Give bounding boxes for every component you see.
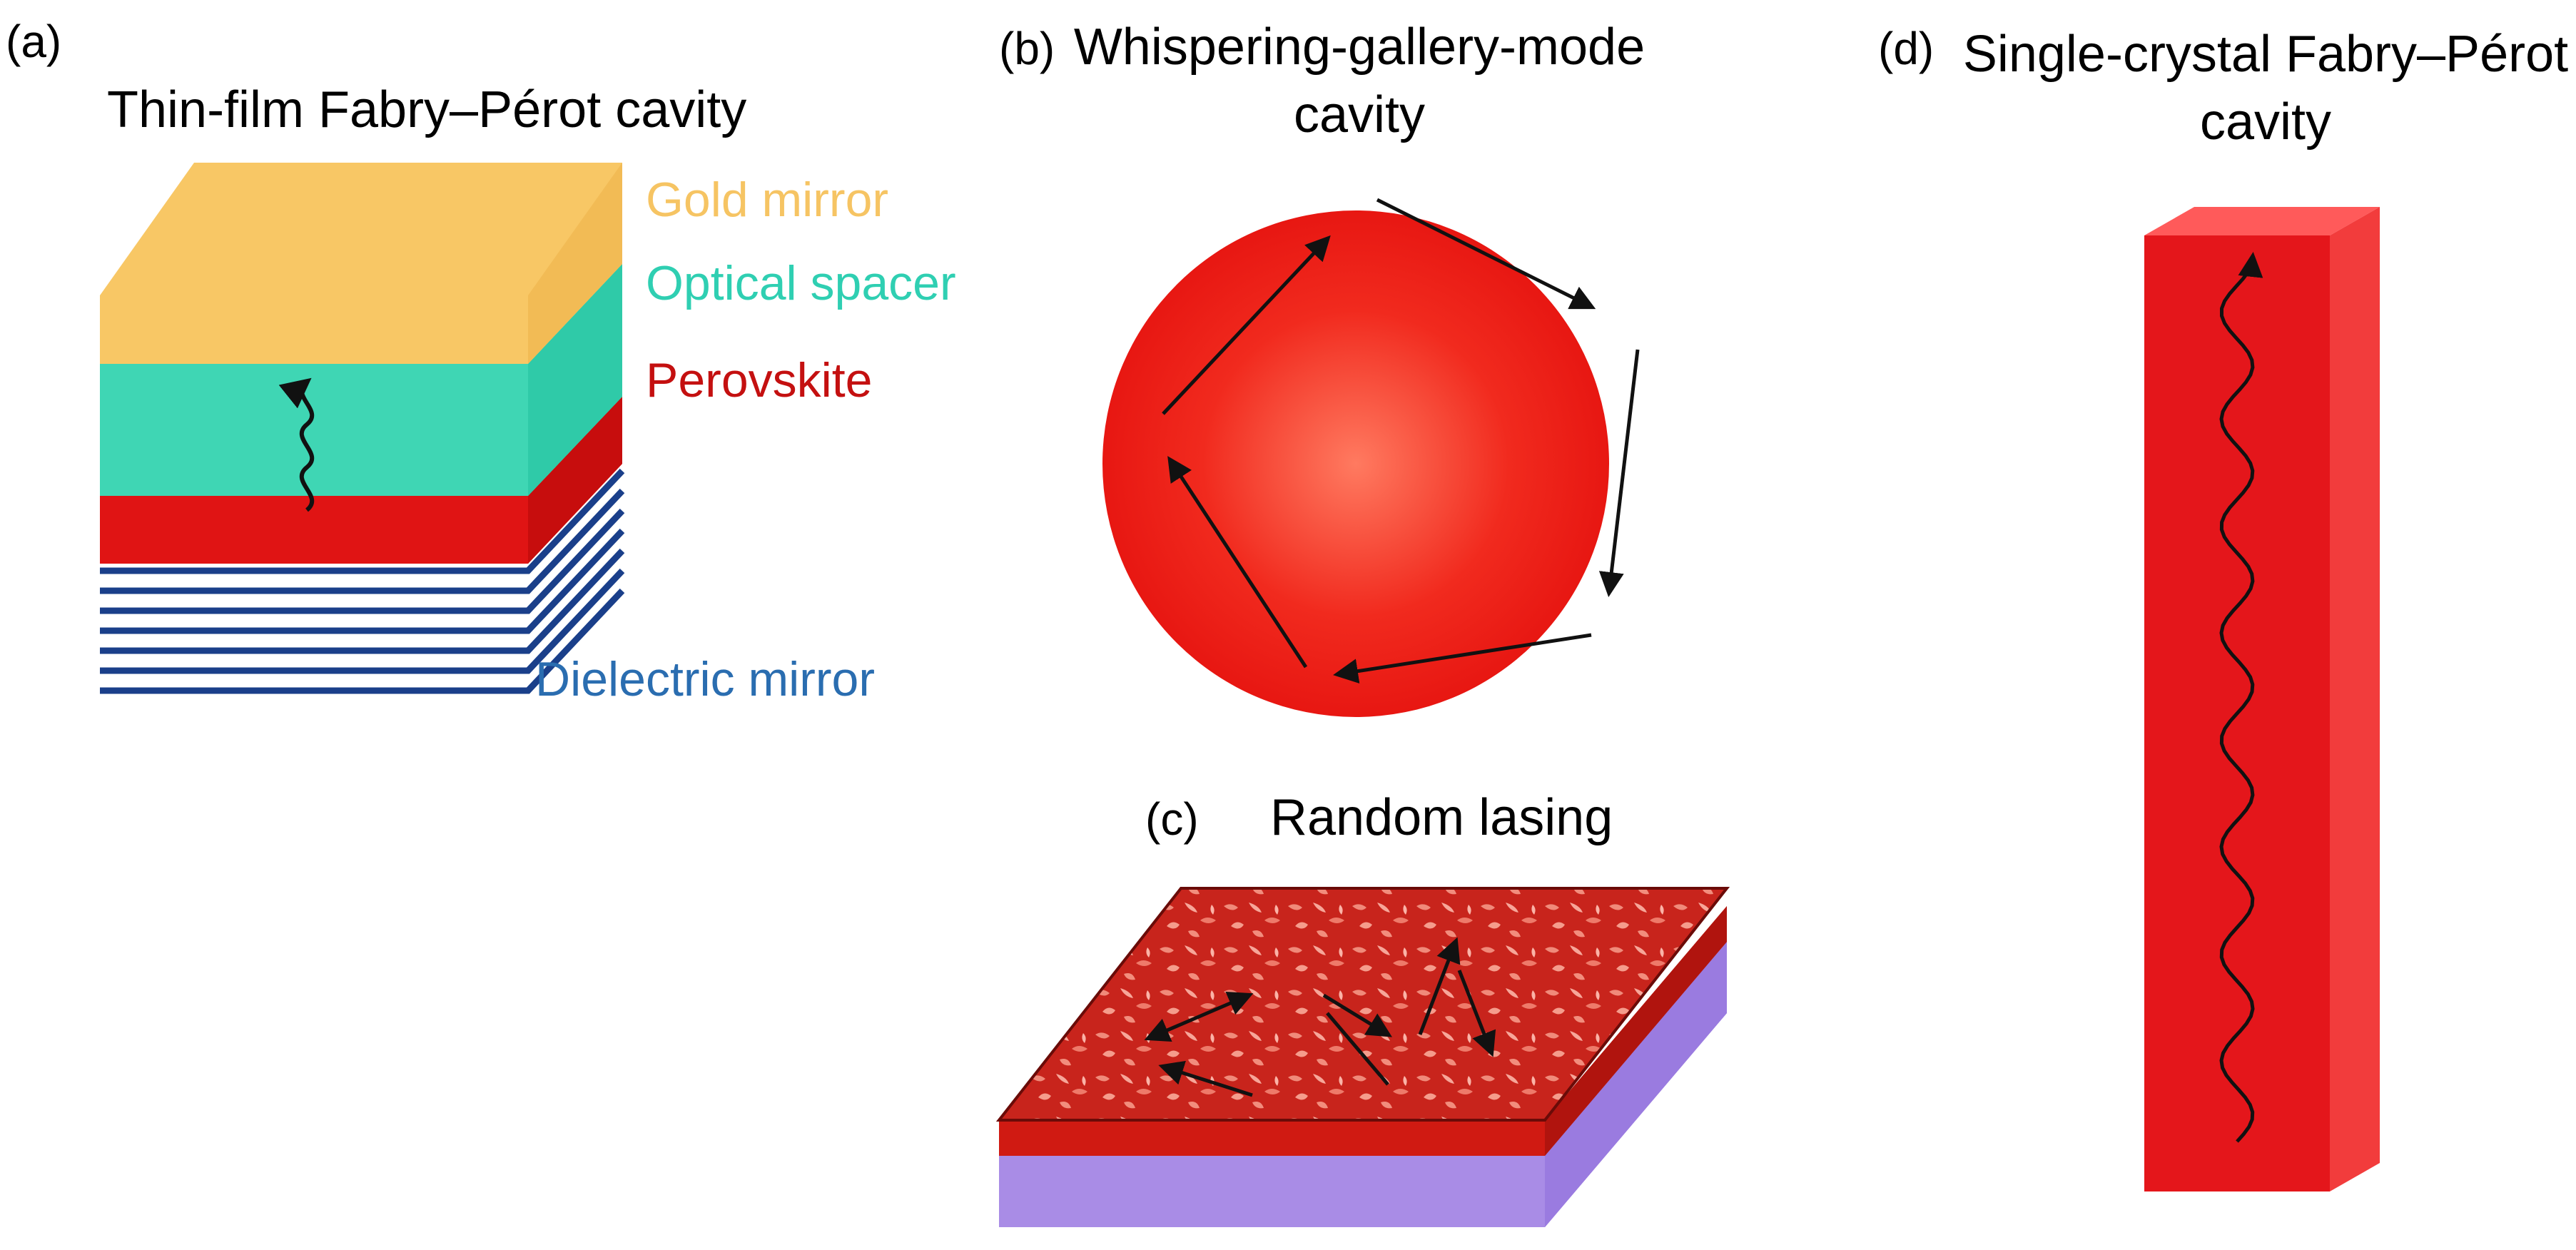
dielectric-layer-line <box>100 468 625 574</box>
panel-b: (b) Whispering-gallery-mode cavity <box>999 19 1645 717</box>
dielectric-layer-line <box>100 548 625 654</box>
optical-spacer-layer <box>100 264 622 496</box>
panel-d-title-line1: Single-crystal Fabry–Pérot <box>1963 26 2568 83</box>
panel-a-title: Thin-film Fabry–Pérot cavity <box>107 81 746 138</box>
dielectric-layer-line <box>100 488 625 594</box>
rod-emission-wave-arrow <box>2219 252 2263 1143</box>
emission-wave-arrow <box>278 377 315 512</box>
panel-c-letter: (c) <box>1145 793 1199 845</box>
panel-d-title-line2: cavity <box>2200 93 2331 151</box>
whispering-gallery-arrows <box>1162 198 1640 684</box>
microsphere-cavity <box>1102 210 1609 717</box>
panel-b-title-line1: Whispering-gallery-mode <box>1074 19 1645 76</box>
panel-a: (a) Thin-film Fabry–Pérot cavity Gold mi… <box>6 16 956 706</box>
perovskite-label: Perovskite <box>646 353 872 407</box>
dielectric-layer-line <box>100 588 625 694</box>
gold-mirror-label: Gold mirror <box>646 173 888 227</box>
panel-a-letter: (a) <box>6 16 61 67</box>
panel-b-letter: (b) <box>999 23 1055 74</box>
dielectric-layer-line <box>100 508 625 614</box>
gold-mirror-layer <box>100 163 622 364</box>
single-crystal-rod <box>2144 207 2380 1191</box>
random-scattering-arrows <box>1144 937 1496 1097</box>
panel-c-title: Random lasing <box>1270 789 1613 846</box>
panel-d-letter: (d) <box>1878 23 1934 74</box>
dielectric-layer-line <box>100 528 625 634</box>
dielectric-mirror-label: Dielectric mirror <box>535 652 875 706</box>
dielectric-layer-line <box>100 568 625 674</box>
panel-c: (c) Random lasing <box>995 789 1730 1227</box>
panel-d: (d) Single-crystal Fabry–Pérot cavity <box>1878 23 2568 1191</box>
perovskite-layer <box>100 397 622 564</box>
optical-spacer-label: Optical spacer <box>646 256 956 310</box>
panel-b-title-line2: cavity <box>1294 86 1425 143</box>
